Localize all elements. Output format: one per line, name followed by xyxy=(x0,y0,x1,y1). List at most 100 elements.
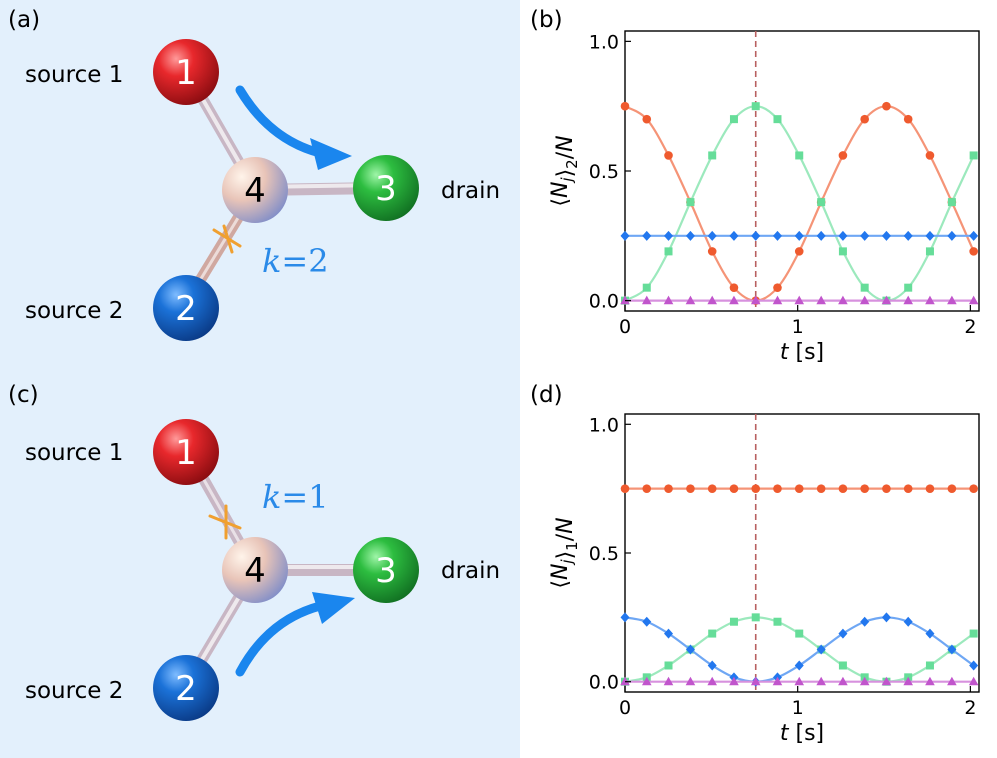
data-point xyxy=(903,676,913,686)
data-point xyxy=(816,230,826,241)
x-tick-label: 0 xyxy=(619,697,631,719)
panel-c: (c) 1 4 3 2 source 1 source 2 drain k=1 xyxy=(8,382,500,721)
y-axis-label: ⟨Nj⟩2/N xyxy=(548,135,581,206)
data-point xyxy=(969,629,978,638)
node-3 xyxy=(353,537,419,603)
data-point xyxy=(773,115,782,124)
data-point xyxy=(642,616,652,627)
data-point xyxy=(773,484,782,493)
data-point xyxy=(620,612,630,623)
data-point xyxy=(947,484,957,493)
data-point xyxy=(642,114,652,124)
data-point xyxy=(663,295,674,305)
data-point xyxy=(685,676,696,686)
data-point xyxy=(620,295,630,305)
data-point xyxy=(925,661,934,670)
data-point xyxy=(642,283,651,292)
node-2 xyxy=(153,275,219,341)
source-1-label: source 1 xyxy=(25,440,123,466)
node-4 xyxy=(222,157,288,223)
data-point xyxy=(729,484,739,493)
node-4-label: 4 xyxy=(244,551,266,591)
plot-frame xyxy=(624,413,980,693)
data-point xyxy=(947,230,957,241)
data-point xyxy=(620,230,630,241)
data-point xyxy=(794,295,805,305)
data-point xyxy=(969,660,979,671)
data-point xyxy=(773,617,782,626)
panel-a-tag: (a) xyxy=(8,7,40,33)
data-point xyxy=(664,230,674,241)
data-point xyxy=(729,676,739,686)
data-point xyxy=(882,484,891,493)
x-tick-label: 0 xyxy=(619,316,631,338)
data-point xyxy=(925,247,934,256)
data-point xyxy=(947,198,956,207)
data-point xyxy=(881,612,891,623)
data-point xyxy=(641,295,652,305)
data-point xyxy=(947,295,957,305)
data-point xyxy=(817,198,826,207)
data-point xyxy=(772,676,783,686)
data-point xyxy=(838,676,848,686)
node-4-label: 4 xyxy=(244,171,266,211)
data-point xyxy=(860,230,870,241)
series-line xyxy=(624,105,975,302)
node-1 xyxy=(153,39,219,105)
data-point xyxy=(925,484,935,493)
k-label: k=2 xyxy=(262,242,329,280)
data-point xyxy=(750,295,761,305)
data-point xyxy=(969,230,979,241)
data-point xyxy=(729,617,738,626)
x-tick-label: 2 xyxy=(964,316,976,338)
data-point xyxy=(903,230,913,241)
data-point xyxy=(729,295,739,305)
data-point xyxy=(707,676,718,686)
data-point xyxy=(707,484,717,493)
data-point xyxy=(795,151,804,160)
panel-d-tag: (d) xyxy=(530,382,563,408)
data-point xyxy=(838,484,848,493)
data-point xyxy=(641,676,652,686)
data-point xyxy=(860,616,870,627)
y-axis-label: ⟨Nj⟩1/N xyxy=(548,517,581,588)
plot-frame xyxy=(624,30,980,312)
data-point xyxy=(816,644,826,655)
y-tick-label: 1.0 xyxy=(589,31,619,53)
x-tick-label: 2 xyxy=(964,697,976,719)
data-point xyxy=(794,230,804,241)
node-3 xyxy=(353,155,419,221)
data-point xyxy=(664,661,673,670)
data-point xyxy=(685,295,696,305)
data-point xyxy=(685,230,695,241)
node-3-label: 3 xyxy=(375,551,397,591)
data-point xyxy=(707,247,717,256)
data-point xyxy=(620,101,630,111)
data-point xyxy=(772,230,782,241)
data-point xyxy=(772,295,783,305)
panel-a: (a) 1 4 3 2 source 1 source 2 drain k=2 xyxy=(8,7,500,341)
data-point xyxy=(838,628,848,639)
data-point xyxy=(750,676,761,686)
data-point xyxy=(968,676,979,686)
node-2-label: 2 xyxy=(175,669,197,709)
series-line xyxy=(624,105,975,302)
data-point xyxy=(663,676,674,686)
data-point xyxy=(860,484,869,493)
data-point xyxy=(751,484,761,493)
panel-c-tag: (c) xyxy=(8,382,39,408)
cross-icon xyxy=(212,224,242,254)
data-point xyxy=(903,295,913,305)
data-point xyxy=(794,660,804,671)
data-point xyxy=(838,247,847,256)
data-point xyxy=(860,283,869,292)
data-point xyxy=(708,151,717,160)
node-1 xyxy=(153,419,219,485)
data-point xyxy=(881,676,892,686)
data-point xyxy=(968,295,979,305)
x-axis-label: t [s] xyxy=(780,340,824,365)
data-point xyxy=(860,114,869,124)
data-point xyxy=(881,230,891,241)
